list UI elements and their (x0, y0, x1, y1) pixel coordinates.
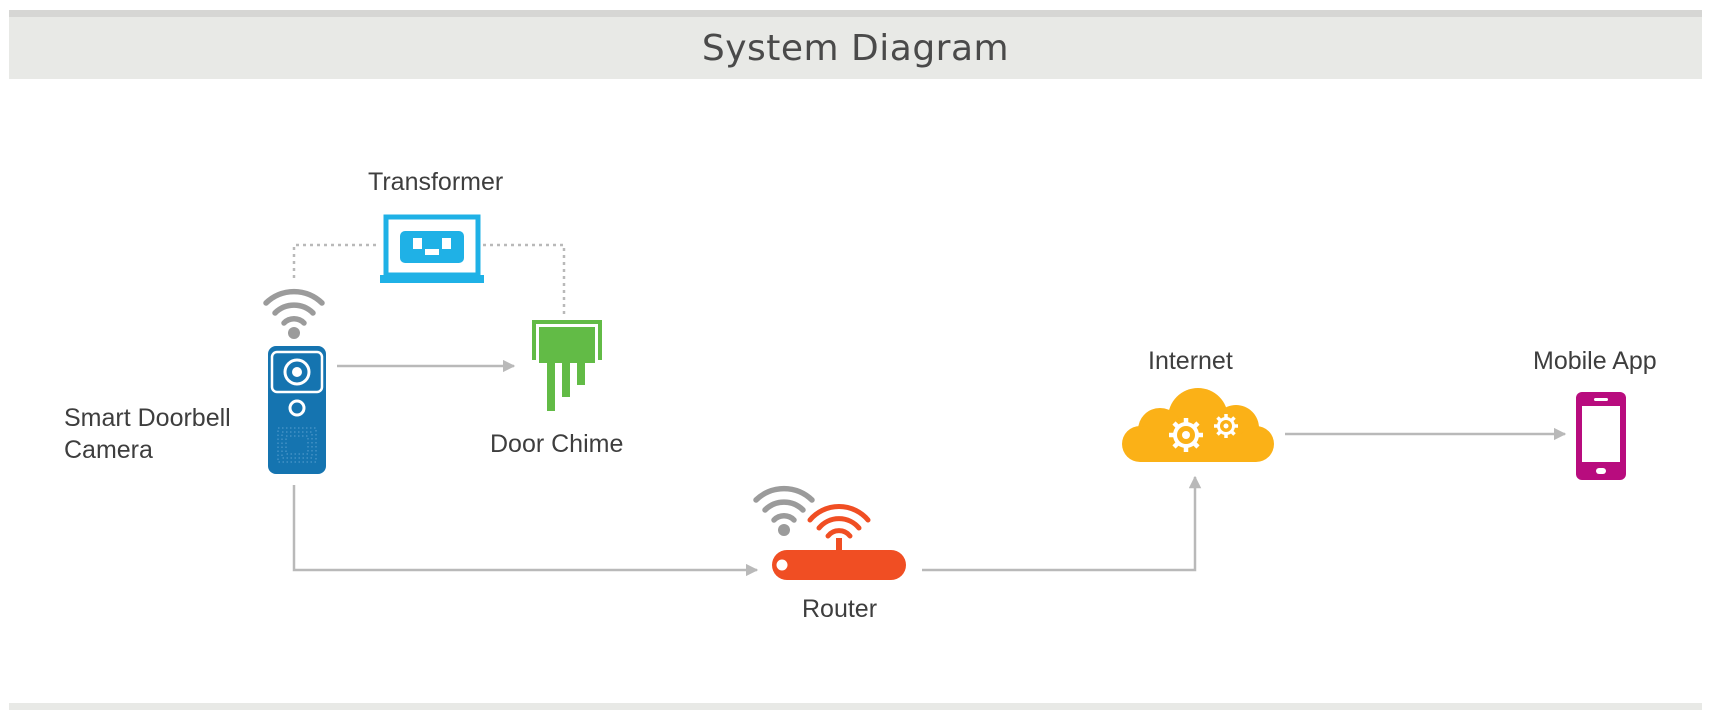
router-icon (772, 504, 906, 580)
power-wire-doorbell-transformer (292, 243, 380, 278)
chime-label: Door Chime (490, 430, 624, 458)
doorbell-label-line2: Camera (64, 436, 153, 464)
transformer-label: Transformer (368, 168, 504, 196)
header-band: System Diagram (9, 17, 1702, 79)
door-chime-icon (532, 320, 602, 411)
mobile-label: Mobile App (1533, 347, 1657, 375)
header-top-rule (9, 10, 1702, 17)
doorbell-label-line1: Smart Doorbell (64, 404, 231, 432)
router-label: Router (802, 595, 878, 623)
footer-rule (9, 703, 1702, 710)
arrow-doorbell-to-router (292, 485, 759, 577)
power-wire-transformer-chime (483, 243, 566, 314)
doorbell-label: Smart Doorbell Camera (64, 402, 231, 466)
doorbell-camera-icon (268, 346, 326, 474)
smartphone-icon (1576, 392, 1626, 480)
wifi-icon (753, 485, 815, 536)
wifi-icon (263, 288, 325, 339)
cloud-gears-icon (1122, 388, 1274, 462)
arrow-router-to-internet (922, 475, 1202, 572)
transformer-icon (380, 214, 484, 283)
page-title: System Diagram (701, 27, 1010, 69)
internet-label: Internet (1148, 347, 1233, 375)
